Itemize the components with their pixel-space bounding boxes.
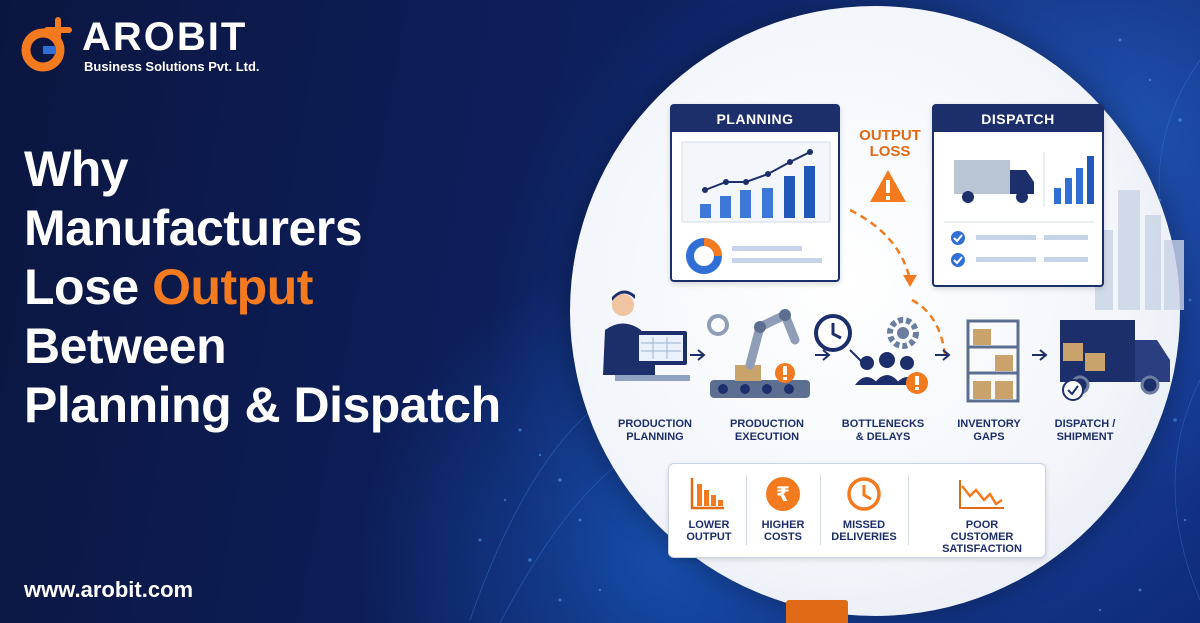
headline-line-2: Manufacturers xyxy=(24,200,363,256)
shelf-icon xyxy=(966,319,1020,403)
impact-3-line-2: DELIVERIES xyxy=(831,531,897,543)
step-3-line-2: & DELAYS xyxy=(855,431,911,443)
impact-2-line-1: HIGHER xyxy=(761,519,805,531)
truck-icon xyxy=(1060,320,1170,401)
step-5-line-1: DISPATCH / xyxy=(1054,418,1116,430)
dispatch-title: DISPATCH xyxy=(934,106,1102,132)
step-label-dispatch-shipment: DISPATCH / SHIPMENT xyxy=(1030,418,1140,444)
rupee-symbol: ₹ xyxy=(776,482,790,506)
step-2-line-1: PRODUCTION xyxy=(730,418,804,430)
planning-card: PLANNING xyxy=(670,104,840,282)
warning-icon xyxy=(870,170,906,202)
headline-line-4: Between xyxy=(24,318,227,374)
headline-line-3-white: Lose xyxy=(24,259,153,315)
impact-2-line-2: COSTS xyxy=(764,531,802,543)
panel-stand xyxy=(786,600,848,623)
step-label-bottlenecks: BOTTLENECKS & DELAYS xyxy=(828,418,938,444)
impact-divider xyxy=(908,475,909,545)
headline-line-3: Lose Output xyxy=(24,258,544,317)
headline-line-5: Planning & Dispatch xyxy=(24,377,501,433)
headline: Why Manufacturers Lose Output Between Pl… xyxy=(24,140,544,435)
step-label-production-planning: PRODUCTION PLANNING xyxy=(600,418,710,444)
impact-poor-satisfaction: POOR CUSTOMER SATISFACTION xyxy=(937,519,1027,555)
step-1-line-1: PRODUCTION xyxy=(618,418,692,430)
output-loss-line-1: OUTPUT xyxy=(859,127,921,144)
output-loss-line-2: LOSS xyxy=(869,143,911,160)
impact-divider xyxy=(746,475,747,545)
skyline-decoration xyxy=(1095,190,1184,310)
process-flow-graphics xyxy=(603,290,1170,403)
headline-line-1: Why xyxy=(24,141,129,197)
person-at-computer-icon xyxy=(603,290,690,381)
impact-higher-costs: HIGHER COSTS xyxy=(738,519,828,543)
bar-chart-icon xyxy=(1054,156,1094,204)
impact-1-line-2: OUTPUT xyxy=(686,531,732,543)
brand-name: AROBIT xyxy=(82,14,248,59)
logo-mark-icon xyxy=(21,17,72,72)
clock-icon xyxy=(814,314,852,352)
rupee-icon: ₹ xyxy=(766,477,800,511)
step-label-inventory-gaps: INVENTORY GAPS xyxy=(934,418,1044,444)
bar-chart-icon xyxy=(690,478,724,510)
website-link[interactable]: www.arobit.com xyxy=(24,577,194,602)
impact-divider xyxy=(820,475,821,545)
check-icon xyxy=(951,231,965,267)
step-3-line-1: BOTTLENECKS xyxy=(841,418,925,430)
impact-4-line-2: CUSTOMER xyxy=(950,531,1014,543)
output-loss-label: OUTPUT LOSS xyxy=(850,128,930,160)
clock-icon xyxy=(847,477,881,511)
headline-line-3-orange: Output xyxy=(152,259,313,315)
dispatch-card-graphics xyxy=(944,152,1094,267)
step-4-line-1: INVENTORY xyxy=(957,418,1021,430)
brand-logo: AROBIT Business Solutions Pvt. Ltd. xyxy=(16,14,260,76)
robot-arm-icon xyxy=(707,308,810,398)
step-1-line-2: PLANNING xyxy=(626,431,684,443)
planning-title: PLANNING xyxy=(672,106,838,132)
loss-arrow-decoration xyxy=(849,208,947,356)
impact-3-line-1: MISSED xyxy=(842,519,886,531)
impact-missed-deliveries: MISSED DELIVERIES xyxy=(819,519,909,543)
impact-4-line-3: SATISFACTION xyxy=(942,543,1022,555)
impact-4-line-1: POOR xyxy=(965,519,999,531)
impact-lower-output: LOWER OUTPUT xyxy=(664,519,754,543)
donut-chart-icon xyxy=(686,238,722,274)
step-label-production-execution: PRODUCTION EXECUTION xyxy=(712,418,822,444)
brand-subtitle: Business Solutions Pvt. Ltd. xyxy=(84,58,260,74)
declining-chart-icon xyxy=(959,480,1004,509)
dispatch-card: DISPATCH xyxy=(932,104,1104,287)
step-2-line-2: EXECUTION xyxy=(734,431,800,443)
impact-1-line-1: LOWER xyxy=(688,519,730,531)
line-chart-icon xyxy=(681,141,831,274)
gear-icon xyxy=(887,317,919,349)
step-4-line-2: GAPS xyxy=(973,431,1005,443)
step-5-line-2: SHIPMENT xyxy=(1056,431,1114,443)
truck-icon xyxy=(954,160,1034,203)
